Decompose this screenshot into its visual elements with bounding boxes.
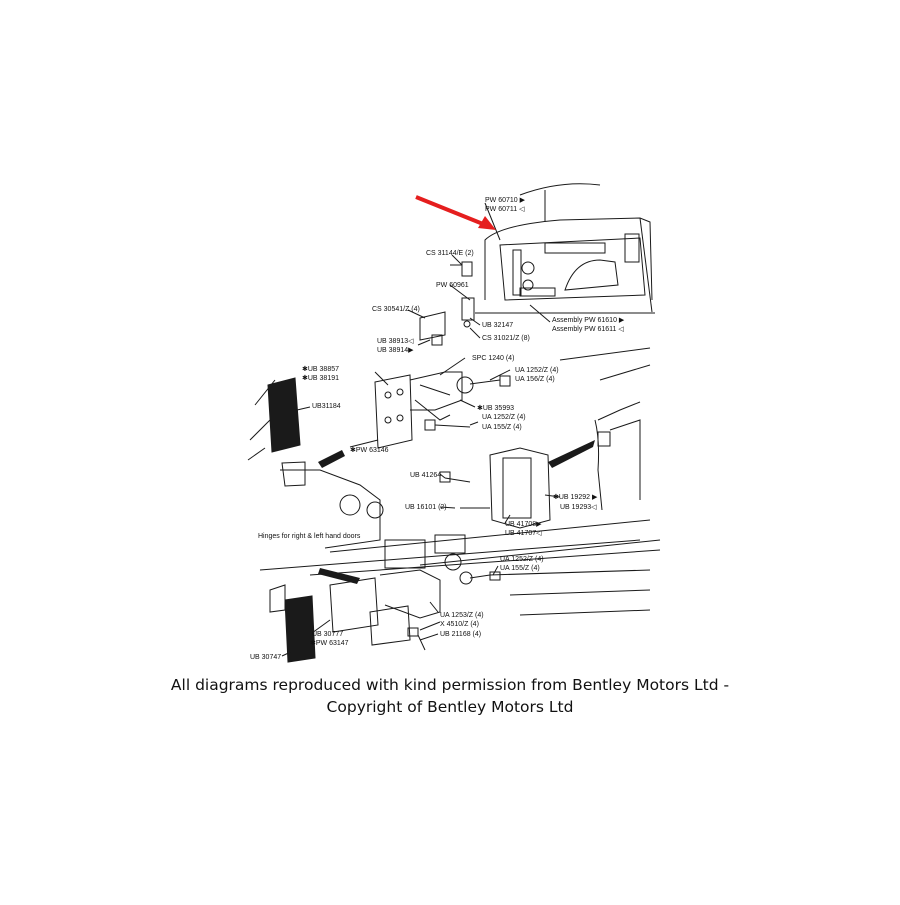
- label-ua1252-low: UA 1252/Z (4): [500, 556, 544, 563]
- label-cs30541: CS 30541/Z (4): [372, 306, 420, 313]
- label-cs31021: CS 31021/Z (8): [482, 335, 530, 342]
- label-ub38857: ✱UB 38857: [302, 365, 339, 373]
- label-spc1240: SPC 1240 (4): [472, 355, 514, 362]
- caption-line-2: Copyright of Bentley Motors Ltd: [326, 698, 574, 716]
- label-assembly-pw61610: Assembly PW 61610 ▶: [552, 317, 625, 324]
- label-x4510: X 4510/Z (4): [440, 621, 479, 628]
- part-labels: PW 60710 ▶ PW 60711 ◁ CS 31144/E (2) PW …: [250, 197, 625, 661]
- label-ub16101: UB 16101 (2): [405, 504, 447, 511]
- label-ub19292: ✱UB 19292 ▶: [553, 493, 598, 501]
- label-ub30747: UB 30747: [250, 654, 281, 661]
- label-pw63147: ✱PW 63147: [310, 639, 349, 647]
- label-hinges-note: Hinges for right & left hand doors: [258, 533, 361, 540]
- label-ua1252-top: UA 1252/Z (4): [515, 367, 559, 374]
- label-ub19293: UB 19293◁: [560, 504, 597, 511]
- red-arrow-icon: [415, 195, 496, 230]
- label-ua155-low: UA 155/Z (4): [500, 565, 540, 572]
- label-ub41707: UB 41707◁: [505, 530, 542, 537]
- pointer-arrows: [318, 440, 595, 584]
- label-assembly-pw61611: Assembly PW 61611 ◁: [552, 326, 624, 333]
- caption-line-1: All diagrams reproduced with kind permis…: [170, 676, 730, 694]
- label-pw60961: PW 60961: [436, 282, 469, 289]
- label-ub38914: UB 38914▶: [377, 347, 414, 354]
- label-ub32147: UB 32147: [482, 322, 513, 329]
- label-pw63146: ✱PW 63146: [350, 446, 389, 454]
- label-ub21168: UB 21168 (4): [440, 631, 481, 638]
- label-ub41708: UB 41708▶: [505, 521, 542, 528]
- label-pw60710: PW 60710 ▶: [485, 197, 526, 204]
- label-pw60711: PW 60711 ◁: [485, 206, 525, 213]
- label-ub38191: ✱UB 38191: [302, 374, 339, 382]
- label-ua1253: UA 1253/Z (4): [440, 612, 484, 619]
- label-ub30777: UB 30777: [312, 631, 343, 638]
- label-ub31184: UB31184: [312, 403, 341, 410]
- label-ub35993: ✱UB 35993: [477, 404, 514, 412]
- label-ua1252-mid: UA 1252/Z (4): [482, 414, 526, 421]
- label-cs31144: CS 31144/E (2): [426, 250, 474, 257]
- label-ua155-mid: UA 155/Z (4): [482, 424, 522, 431]
- diagram-linework: [247, 183, 661, 663]
- label-ua156: UA 156/Z (4): [515, 376, 555, 383]
- label-ub41264: UB 41264: [410, 472, 441, 479]
- label-ub38913: UB 38913◁: [377, 338, 414, 345]
